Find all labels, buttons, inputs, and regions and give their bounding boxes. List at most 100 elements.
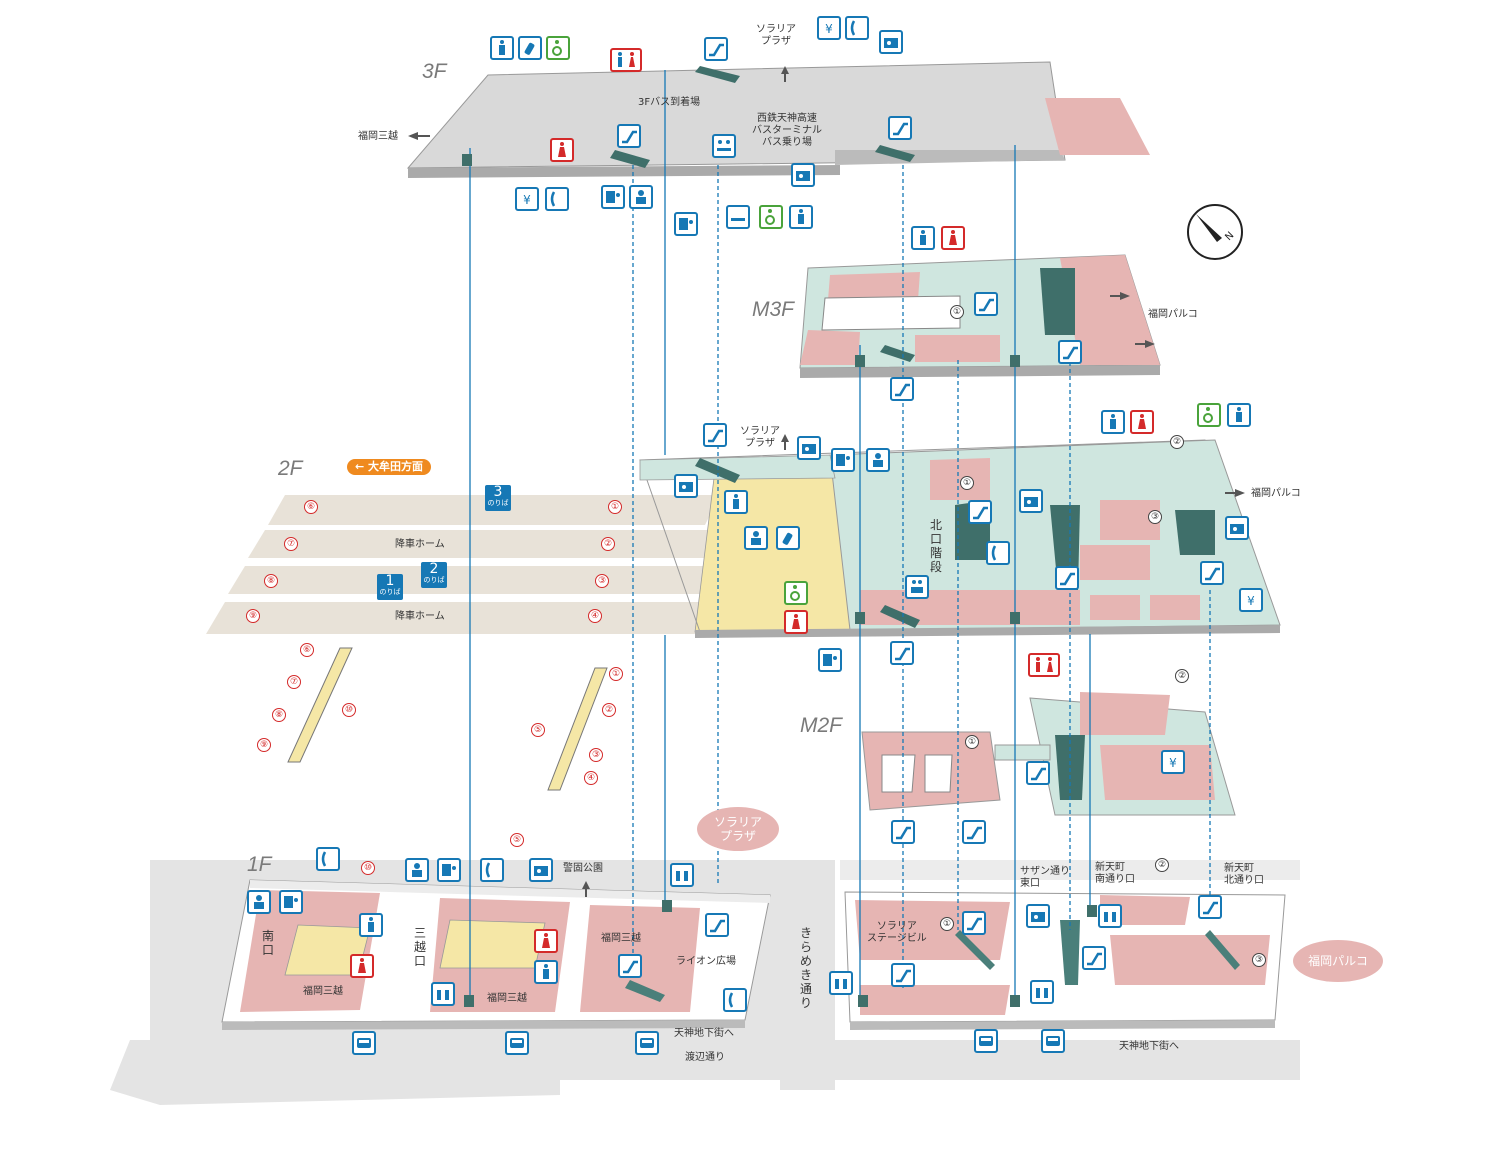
locker-icon: [529, 858, 553, 882]
elevator-icon: [431, 982, 455, 1006]
locker-icon: [797, 436, 821, 460]
label-watanabe-st: 渡辺通り: [685, 1052, 725, 1063]
waiting-room-icon: [712, 134, 736, 158]
track-7: ⑦: [284, 537, 298, 551]
svg-text:¥: ¥: [523, 193, 531, 207]
track-3: ③: [595, 574, 609, 588]
label-mitsukoshi-exit: 三越口: [413, 926, 426, 968]
station-staff-icon: [866, 448, 890, 472]
ticket-machine-icon: [818, 648, 842, 672]
escalator-icon: [890, 641, 914, 665]
label-kitaguchi-stairs: 北口階段: [929, 518, 942, 574]
exit-number-2-1f: ②: [1155, 858, 1169, 872]
floor-label-2f: 2F: [278, 457, 303, 480]
bus-stop-icon: [352, 1031, 376, 1055]
locker-icon: [674, 474, 698, 498]
locker-icon: [879, 30, 903, 54]
escalator-icon: [1200, 561, 1224, 585]
atm-icon: ¥: [1239, 588, 1263, 612]
escalator-icon: [890, 377, 914, 401]
bus-stop-icon: [505, 1031, 529, 1055]
floor-1f-right: [844, 891, 1286, 1030]
label-mitsukoshi-1f-a: 福岡三越: [303, 986, 343, 997]
label-alight-1: 降車ホーム: [395, 539, 445, 550]
womens-restroom-icon: [941, 226, 965, 250]
wheelchair-icon: [1197, 403, 1221, 427]
phone-icon: [316, 847, 340, 871]
track-6: ⑥: [304, 500, 318, 514]
exit-number-1-2f: ①: [960, 476, 974, 490]
solaria-plaza-pill: ソラリア プラザ: [697, 807, 779, 851]
womens-restroom-icon: [1130, 410, 1154, 434]
stair-3: ③: [589, 748, 603, 762]
escalator-icon: [1082, 946, 1106, 970]
escalator-icon: [962, 911, 986, 935]
exit-number-2-2f: ②: [1170, 435, 1184, 449]
escalator-icon: [1026, 761, 1050, 785]
womens-restroom-icon: [550, 138, 574, 162]
exit-number-1-1f: ①: [940, 917, 954, 931]
womens-restroom-icon: [350, 954, 374, 978]
phone-icon: [986, 541, 1010, 565]
baby-bottle-icon: [776, 526, 800, 550]
escalator-icon: [1055, 566, 1079, 590]
bus-stop-icon: [1041, 1029, 1065, 1053]
locker-icon: [1026, 904, 1050, 928]
label-kirameki-st: きらめき通り: [799, 926, 812, 1010]
escalator-icon: [888, 116, 912, 140]
station-staff-icon: [247, 890, 271, 914]
label-lion-plaza: ライオン広場: [676, 956, 736, 967]
escalator-icon: [974, 292, 998, 316]
svg-text:¥: ¥: [1247, 594, 1255, 608]
mens-restroom-icon: [359, 913, 383, 937]
exit-number-1-m2f: ①: [965, 735, 979, 749]
stair-5: ⑤: [531, 723, 545, 737]
phone-icon: [845, 16, 869, 40]
mens-restroom-icon: [490, 36, 514, 60]
exit-number-10-1f: ⑩: [361, 861, 375, 875]
ticket-machine-icon: [437, 858, 461, 882]
mens-restroom-icon: [911, 226, 935, 250]
escalator-icon: [703, 423, 727, 447]
stair-7: ⑦: [287, 675, 301, 689]
stair-6: ⑥: [300, 643, 314, 657]
locker-icon: [1019, 489, 1043, 513]
phone-icon: [723, 988, 747, 1012]
track-1: ①: [608, 500, 622, 514]
mens-restroom-icon: [789, 205, 813, 229]
exit-number-2-m2f: ②: [1175, 669, 1189, 683]
multipurpose-restroom-icon: [1227, 403, 1251, 427]
wheelchair-icon: [546, 36, 570, 60]
station-staff-icon: [405, 858, 429, 882]
track-2: ②: [601, 537, 615, 551]
escalator-icon: [618, 954, 642, 978]
exit-number-1-m3f: ①: [950, 305, 964, 319]
mens-restroom-icon: [1101, 410, 1125, 434]
stair-1: ①: [609, 667, 623, 681]
elevator-icon: [1098, 904, 1122, 928]
ticket-machine-icon: [674, 212, 698, 236]
escalator-icon: [891, 963, 915, 987]
compass-icon: N: [1187, 204, 1243, 260]
escalator-icon: [891, 820, 915, 844]
floor-label-m3f: M3F: [752, 298, 794, 321]
label-alight-2: 降車ホーム: [395, 611, 445, 622]
phone-icon: [480, 858, 504, 882]
elevator-icon: [670, 863, 694, 887]
ticket-machine-icon: [601, 185, 625, 209]
locker-icon: [1225, 516, 1249, 540]
escalator-icon: [968, 500, 992, 524]
floor-m3f: [799, 254, 1161, 378]
parco-pill: 福岡パルコ: [1293, 940, 1383, 982]
mens-restroom-icon: [534, 960, 558, 984]
smoking-area-icon: [726, 205, 750, 229]
label-mitsukoshi-3f: 福岡三越: [358, 131, 398, 142]
platform-stairs: [287, 647, 608, 791]
label-shintencho-north: 新天町 北通り口: [1224, 863, 1264, 886]
exit-number-3-2f: ③: [1148, 510, 1162, 524]
wheelchair-icon: [759, 205, 783, 229]
ticket-machine-icon: [279, 890, 303, 914]
